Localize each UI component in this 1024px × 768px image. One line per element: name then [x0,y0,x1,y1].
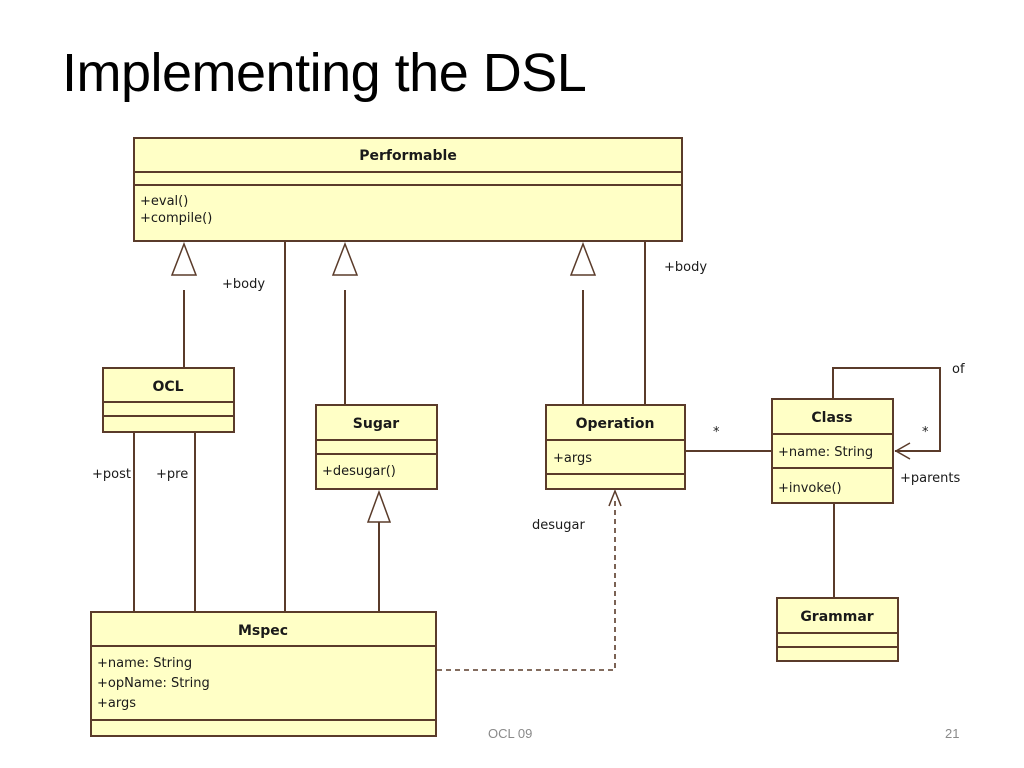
slide-title: Implementing the DSL [62,43,587,103]
operation-generalization-arrow-icon [569,241,597,276]
attribute-item: +name: String [778,445,873,460]
operation-item: +desugar() [322,464,396,479]
class-performable[interactable]: Performable +eval() +compile() [133,137,683,242]
slide-page-number: 21 [945,726,959,741]
mspec-generalization-arrow-icon [366,489,392,523]
class-grammar[interactable]: Grammar [776,597,899,662]
class-name: Grammar [800,609,873,625]
attribute-item: +name: String [97,656,192,671]
class-ocl[interactable]: OCL [102,367,235,433]
class-operation[interactable]: Operation +args [545,404,686,490]
ocl-post-label: +post [92,467,131,482]
operation-item: +invoke() [778,481,842,496]
ocl-generalization-arrow-icon [170,241,198,276]
operation-item: +eval() [140,194,188,209]
class-name: Operation [576,416,655,432]
operation-class-multiplicity: * [713,425,720,440]
class-name: Sugar [353,416,400,432]
desugar-label: desugar [532,518,585,533]
class-class[interactable]: Class +name: String +invoke() [771,398,894,504]
desugar-dependency-arrow-icon [608,488,622,507]
class-name: OCL [152,379,183,395]
class-parents-label: +parents [900,471,961,486]
operation-item: +compile() [140,211,212,226]
desugar-dependency-edge [437,500,616,671]
class-sugar[interactable]: Sugar +desugar() [315,404,438,490]
class-name: Performable [359,148,457,164]
class-parents-multiplicity: * [922,425,929,440]
attribute-item: +args [553,451,592,466]
slide-footer: OCL 09 [488,726,532,741]
class-mspec[interactable]: Mspec +name: String +opName: String +arg… [90,611,437,737]
class-name: Class [811,410,852,426]
class-parents-arrow-icon [894,442,911,460]
mspec-body-label: +body [222,277,265,292]
class-of-label: of [952,362,965,377]
operation-body-label: +body [664,260,707,275]
ocl-pre-label: +pre [156,467,188,482]
class-parents-self-association [832,367,941,452]
attribute-item: +opName: String [97,676,210,691]
attribute-item: +args [97,696,136,711]
class-name: Mspec [238,623,288,639]
sugar-generalization-arrow-icon [331,241,359,276]
